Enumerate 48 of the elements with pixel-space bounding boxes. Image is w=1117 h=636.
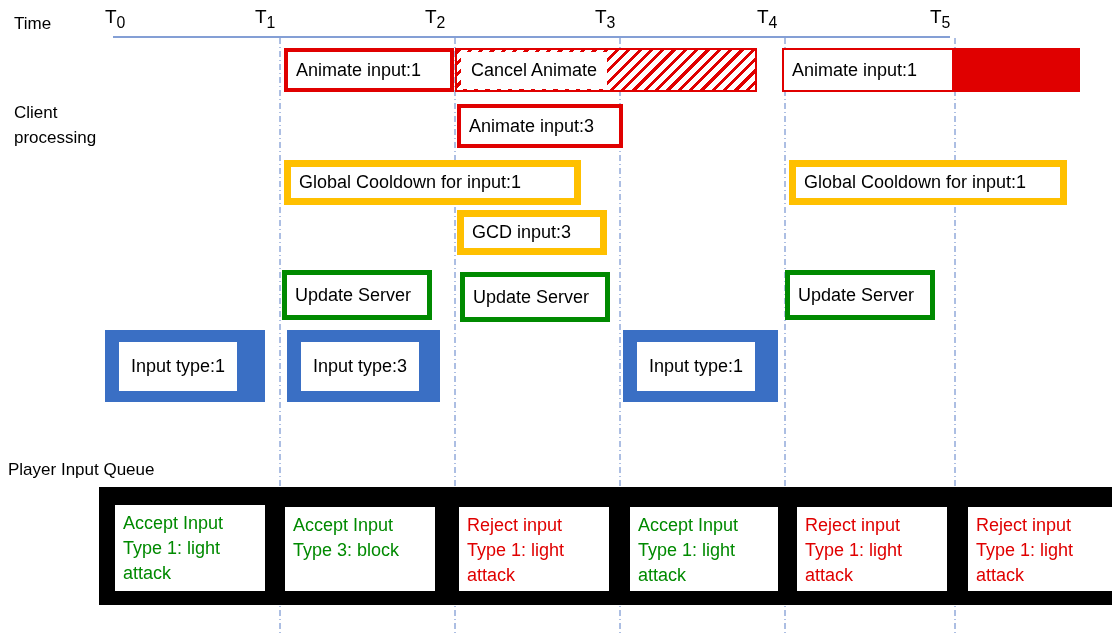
bar-label: Cancel Animate: [461, 51, 608, 89]
time-marker: T$_{4}$: [757, 6, 778, 32]
time-marker: T$_{0}$: [105, 6, 126, 32]
row-label: Client processing: [14, 102, 98, 149]
cooldown-bar: [284, 160, 581, 205]
animation-bar: [284, 48, 454, 92]
queue-entry-text: Accept Input Type 3: block: [292, 514, 401, 562]
bar-label: Animate input:3: [468, 115, 596, 137]
bar-label: Global Cooldown for input:1: [803, 172, 1028, 193]
time-marker: T$_{2}$: [425, 6, 446, 32]
queue-entry-card: [459, 507, 609, 591]
queue-entry-text: Accept Input Type 1: light attack: [637, 514, 740, 587]
bar-label: Global Cooldown for input:1: [298, 172, 523, 193]
queue-entry-card: [968, 507, 1113, 591]
time-marker: T$_{5}$: [930, 6, 951, 32]
cooldown-bar: [789, 160, 1067, 205]
time-marker: T$_{1}$: [255, 6, 276, 32]
cancel-animation-bar: [455, 48, 757, 92]
queue-entry-text: Reject input Type 1: light attack: [804, 514, 904, 587]
queue-entry-card: [630, 507, 778, 591]
animation-bar: [782, 48, 1080, 92]
input-block: [105, 330, 265, 402]
row-label: Player Input Queue: [8, 460, 155, 480]
queue-entry-text: Reject input Type 1: light attack: [975, 514, 1075, 587]
queue-entry-text: Reject input Type 1: light attack: [466, 514, 566, 587]
queue-entry-card: [797, 507, 947, 591]
server-update-bar: [785, 270, 935, 320]
bar-label: Update Server: [797, 284, 916, 306]
bar-label: Update Server: [294, 284, 413, 306]
input-queue-band: [99, 487, 1112, 605]
queue-entry-text: Accept Input Type 1: light attack: [122, 512, 225, 585]
bar-label: Input type:1: [637, 341, 756, 391]
bar-label: Animate input:1: [295, 59, 423, 81]
time-marker: T$_{3}$: [595, 6, 616, 32]
cooldown-bar: [457, 210, 607, 255]
axis-label: Time: [14, 14, 52, 34]
bar-label: Animate input:1: [791, 59, 919, 81]
bar-label: Update Server: [472, 286, 591, 308]
bar-label: Input type:1: [119, 341, 238, 391]
input-block: [287, 330, 440, 402]
server-update-bar: [282, 270, 432, 320]
bar-label: Input type:3: [301, 341, 420, 391]
queue-entry-card: [285, 507, 435, 591]
animation-bar: [457, 104, 623, 148]
bar-label: GCD input:3: [471, 222, 573, 243]
input-block: [623, 330, 778, 402]
queue-entry-card: [115, 505, 265, 591]
server-update-bar: [460, 272, 610, 322]
